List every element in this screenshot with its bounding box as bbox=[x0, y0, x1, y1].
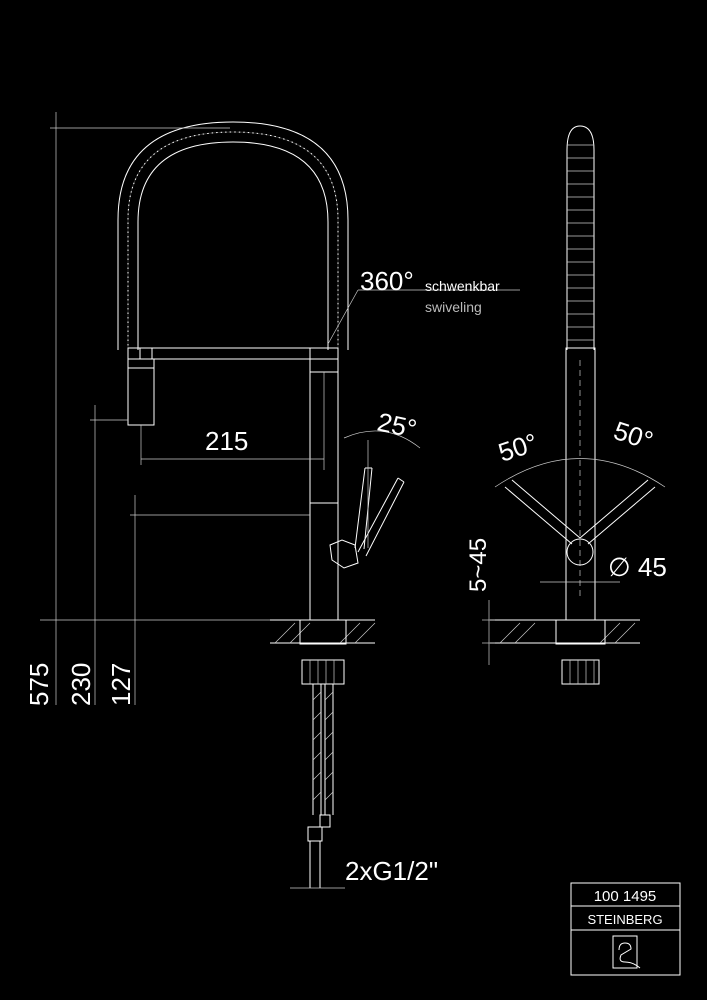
title-block: 100 1495 STEINBERG bbox=[570, 882, 681, 976]
handle-pivot bbox=[566, 538, 594, 566]
dimension-lines bbox=[40, 112, 520, 889]
swivel-degrees: 360° bbox=[360, 266, 414, 296]
spring-hose-arch bbox=[117, 121, 349, 350]
side-angle-arc bbox=[494, 458, 666, 488]
lever-handle bbox=[329, 467, 405, 569]
deck-section bbox=[270, 619, 376, 685]
mounting-nut bbox=[301, 659, 345, 685]
swivel-label-en: swiveling bbox=[425, 299, 482, 315]
side-angle-right-label: 50° bbox=[610, 415, 657, 456]
height-spout-label: 230 bbox=[66, 663, 96, 706]
brand-name: STEINBERG bbox=[587, 912, 662, 927]
deck-thickness-label: 5~45 bbox=[465, 538, 492, 592]
front-view bbox=[40, 112, 520, 889]
steinberg-logo-icon bbox=[612, 935, 641, 969]
side-angle-left-label: 50° bbox=[495, 427, 542, 468]
spout-bar bbox=[127, 347, 339, 360]
handle-angle-arc bbox=[343, 430, 421, 449]
height-total-label: 575 bbox=[24, 663, 54, 706]
reach-label: 215 bbox=[205, 426, 248, 456]
handle-angle-label: 25° bbox=[375, 407, 420, 445]
height-handle-label: 127 bbox=[106, 663, 136, 706]
spray-head bbox=[127, 358, 155, 426]
side-body bbox=[565, 347, 596, 621]
supply-hoses bbox=[307, 684, 334, 888]
side-hose bbox=[566, 125, 595, 350]
article-number: 100 1495 bbox=[594, 888, 657, 905]
hole-diameter-label: ∅ 45 bbox=[608, 552, 667, 582]
side-view bbox=[482, 125, 666, 685]
swivel-label-de: schwenkbar bbox=[425, 278, 500, 294]
connection-label: 2xG1/2" bbox=[345, 856, 438, 886]
